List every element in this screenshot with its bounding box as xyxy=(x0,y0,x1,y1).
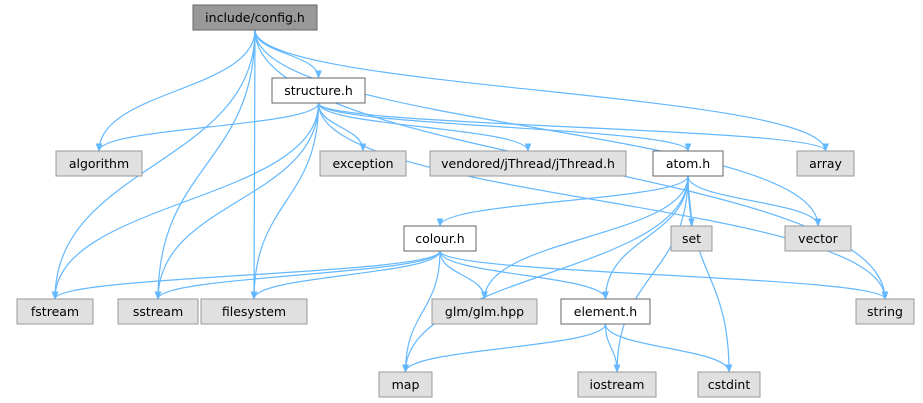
edges-layer xyxy=(51,29,889,373)
node-jthread: vendored/jThread/jThread.h xyxy=(429,150,627,177)
node-jthread-label: vendored/jThread/jThread.h xyxy=(441,156,615,171)
edge-structure-to-fstream xyxy=(51,102,320,300)
node-filesystem-box xyxy=(200,298,308,325)
edge-config-to-vector xyxy=(254,29,822,227)
node-array: array xyxy=(796,150,855,177)
node-filesystem: filesystem xyxy=(200,298,308,325)
edge-structure-to-sstream xyxy=(154,102,320,300)
node-atom-label: atom.h xyxy=(666,156,710,171)
node-iostream: iostream xyxy=(577,371,657,398)
edge-config-to-fstream xyxy=(51,29,256,300)
node-algorithm: algorithm xyxy=(55,150,143,177)
edge-structure-to-string xyxy=(317,102,889,300)
node-exception-box xyxy=(319,150,407,177)
node-array-label: array xyxy=(809,156,842,171)
edge-colour-to-sstream xyxy=(154,250,441,300)
node-string-box xyxy=(855,298,915,325)
node-vector-box xyxy=(784,225,852,252)
node-algorithm-box xyxy=(55,150,143,177)
edge-colour-to-map xyxy=(402,250,441,373)
node-colour[interactable]: colour.h xyxy=(403,225,477,252)
edge-structure-to-jthread xyxy=(317,102,532,152)
edge-atom-to-cstdint xyxy=(687,175,733,373)
node-iostream-box xyxy=(577,371,657,398)
node-set: set xyxy=(670,225,713,252)
edge-structure-to-atom xyxy=(317,102,692,152)
node-map: map xyxy=(378,371,433,398)
edge-colour-to-fstream xyxy=(51,250,441,300)
node-config-box xyxy=(192,4,318,31)
node-config[interactable]: include/config.h xyxy=(192,4,318,31)
node-map-box xyxy=(378,371,433,398)
node-element-label: element.h xyxy=(574,304,637,319)
node-filesystem-label: filesystem xyxy=(222,304,286,319)
node-fstream: fstream xyxy=(16,298,94,325)
nodes-layer: include/config.h structure.h algorithm exce… xyxy=(16,4,915,398)
edge-element-to-map xyxy=(402,323,607,373)
node-set-box xyxy=(670,225,713,252)
edge-atom-to-map xyxy=(402,175,689,373)
edge-structure-to-array xyxy=(317,102,829,152)
node-structure-box xyxy=(271,77,366,104)
node-cstdint: cstdint xyxy=(697,371,761,398)
node-sstream-label: sstream xyxy=(133,304,183,319)
edge-element-to-cstdint xyxy=(604,323,733,373)
node-string: string xyxy=(855,298,915,325)
node-set-label: set xyxy=(682,231,701,246)
edge-element-to-iostream xyxy=(604,323,621,373)
node-array-box xyxy=(796,150,855,177)
node-structure-label: structure.h xyxy=(284,83,353,98)
node-sstream-box xyxy=(117,298,199,325)
edge-config-to-sstream xyxy=(154,29,256,300)
node-colour-label: colour.h xyxy=(415,231,464,246)
edge-colour-to-filesystem xyxy=(250,250,441,300)
edge-config-to-array xyxy=(254,29,829,152)
node-cstdint-box xyxy=(697,371,761,398)
edge-config-to-filesystem xyxy=(250,29,258,300)
edge-colour-to-string xyxy=(439,250,889,300)
node-fstream-label: fstream xyxy=(31,304,79,319)
edge-config-to-structure xyxy=(254,29,322,79)
node-jthread-box xyxy=(429,150,627,177)
node-string-label: string xyxy=(867,304,903,319)
node-sstream: sstream xyxy=(117,298,199,325)
node-config-label: include/config.h xyxy=(205,10,305,25)
node-exception-label: exception xyxy=(332,156,393,171)
node-fstream-box xyxy=(16,298,94,325)
node-glm-box xyxy=(431,298,538,325)
node-algorithm-label: algorithm xyxy=(69,156,129,171)
node-atom[interactable]: atom.h xyxy=(652,150,724,177)
node-vector-label: vector xyxy=(798,231,839,246)
node-vector: vector xyxy=(784,225,852,252)
edge-config-to-algorithm xyxy=(95,29,256,152)
edge-colour-to-glm xyxy=(439,250,488,300)
node-map-label: map xyxy=(392,377,420,392)
node-glm: glm/glm.hpp xyxy=(431,298,538,325)
node-colour-box xyxy=(403,225,477,252)
node-element[interactable]: element.h xyxy=(560,298,651,325)
edge-colour-to-element xyxy=(439,250,609,300)
node-iostream-label: iostream xyxy=(590,377,645,392)
edge-atom-to-glm xyxy=(481,175,689,300)
edge-atom-to-colour xyxy=(436,175,689,227)
node-atom-box xyxy=(652,150,724,177)
edge-atom-to-element xyxy=(602,175,689,300)
node-exception: exception xyxy=(319,150,407,177)
node-structure[interactable]: structure.h xyxy=(271,77,366,104)
node-element-box xyxy=(560,298,651,325)
edge-structure-to-filesystem xyxy=(250,102,320,300)
edge-atom-to-vector xyxy=(687,175,822,227)
node-glm-label: glm/glm.hpp xyxy=(445,304,524,319)
node-cstdint-label: cstdint xyxy=(708,377,751,392)
edge-structure-to-algorithm xyxy=(95,102,320,152)
